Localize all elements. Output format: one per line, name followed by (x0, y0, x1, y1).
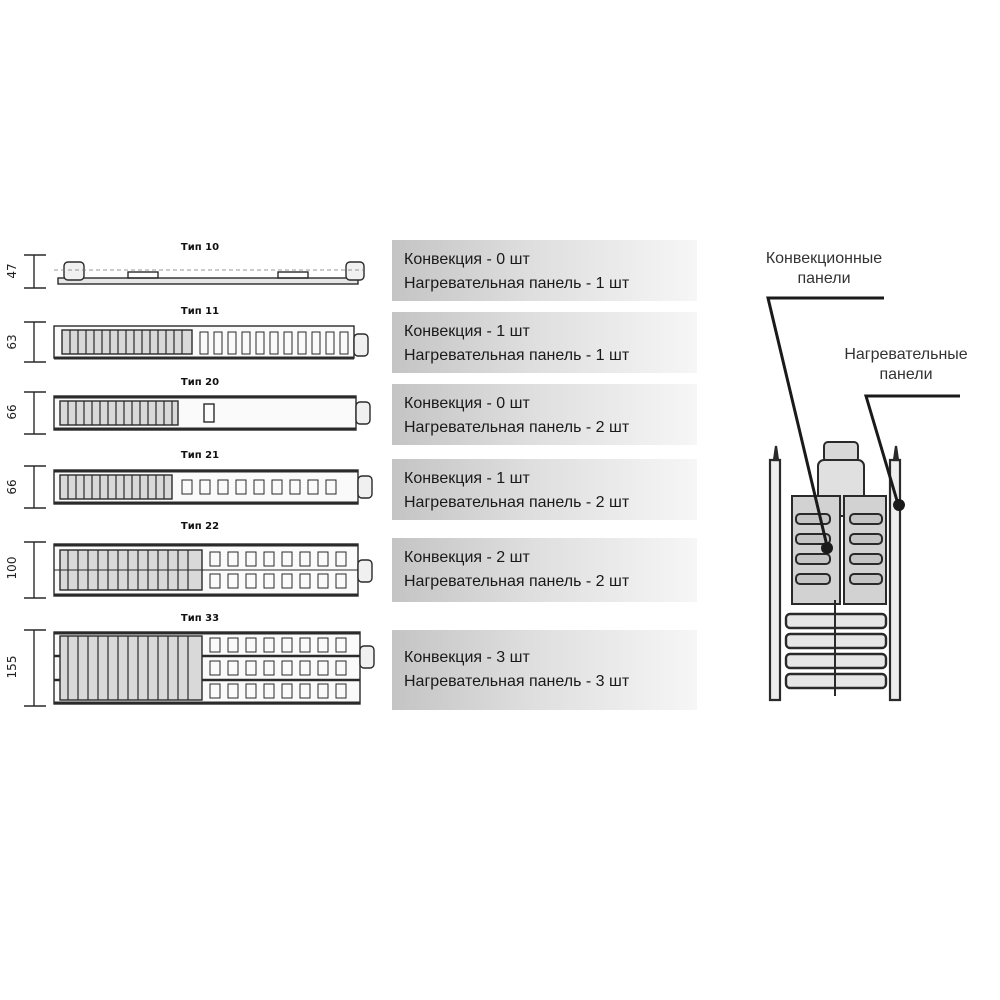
description-box-type-20: Конвекция - 0 шт Нагревательная панель -… (392, 384, 697, 445)
radiator-section-type-11 (24, 321, 369, 363)
convection-count: Конвекция - 0 шт (404, 251, 530, 268)
dimension-label-type-21: 66 (5, 479, 19, 495)
callout-convection-line1: Конвекционные (765, 250, 883, 267)
radiator-section-type-22 (24, 541, 373, 599)
row-title-type-22: Тип 22 (180, 521, 220, 532)
row-title-type-21: Тип 21 (180, 450, 220, 461)
description-box-type-21: Конвекция - 1 шт Нагревательная панель -… (392, 459, 697, 520)
heating-panel-count: Нагревательная панель - 2 шт (404, 419, 630, 436)
callout-heating-line2: панели (879, 366, 933, 383)
convection-count: Конвекция - 1 шт (404, 470, 530, 487)
heating-panel-count: Нагревательная панель - 2 шт (404, 573, 630, 590)
dimension-label-type-10: 47 (5, 263, 19, 279)
description-box-type-22: Конвекция - 2 шт Нагревательная панель -… (392, 538, 697, 602)
convection-count: Конвекция - 1 шт (404, 323, 530, 340)
callout-convection-panels: Конвекционные панели (752, 249, 896, 289)
row-title-type-20: Тип 20 (180, 377, 220, 388)
dimension-label-type-20: 66 (5, 404, 19, 420)
row-title-type-10: Тип 10 (180, 242, 220, 253)
description-box-type-33: Конвекция - 3 шт Нагревательная панель -… (392, 630, 697, 710)
callout-heating-line1: Нагревательные (844, 346, 968, 363)
callout-heating-panels: Нагревательные панели (828, 345, 984, 385)
convection-count: Конвекция - 2 шт (404, 549, 530, 566)
radiator-section-type-20 (24, 391, 371, 435)
heating-panel-count: Нагревательная панель - 2 шт (404, 494, 630, 511)
dimension-label-type-33: 155 (5, 655, 19, 679)
radiator-section-type-21 (24, 465, 373, 509)
radiator-section-type-33 (24, 629, 375, 707)
radiator-section-type-10 (24, 254, 365, 289)
row-title-type-33: Тип 33 (180, 613, 220, 624)
convection-count: Конвекция - 0 шт (404, 395, 530, 412)
description-box-type-10: Конвекция - 0 шт Нагревательная панель -… (392, 240, 697, 301)
heating-panel-count: Нагревательная панель - 1 шт (404, 347, 630, 364)
heating-panel-count: Нагревательная панель - 1 шт (404, 275, 630, 292)
description-box-type-11: Конвекция - 1 шт Нагревательная панель -… (392, 312, 697, 373)
radiator-cross-section (768, 441, 902, 702)
dimension-label-type-22: 100 (5, 556, 19, 580)
dimension-label-type-11: 63 (5, 334, 19, 350)
row-title-type-11: Тип 11 (180, 306, 220, 317)
heating-panel-count: Нагревательная панель - 3 шт (404, 673, 630, 690)
callout-convection-line2: панели (797, 270, 851, 287)
convection-count: Конвекция - 3 шт (404, 649, 530, 666)
